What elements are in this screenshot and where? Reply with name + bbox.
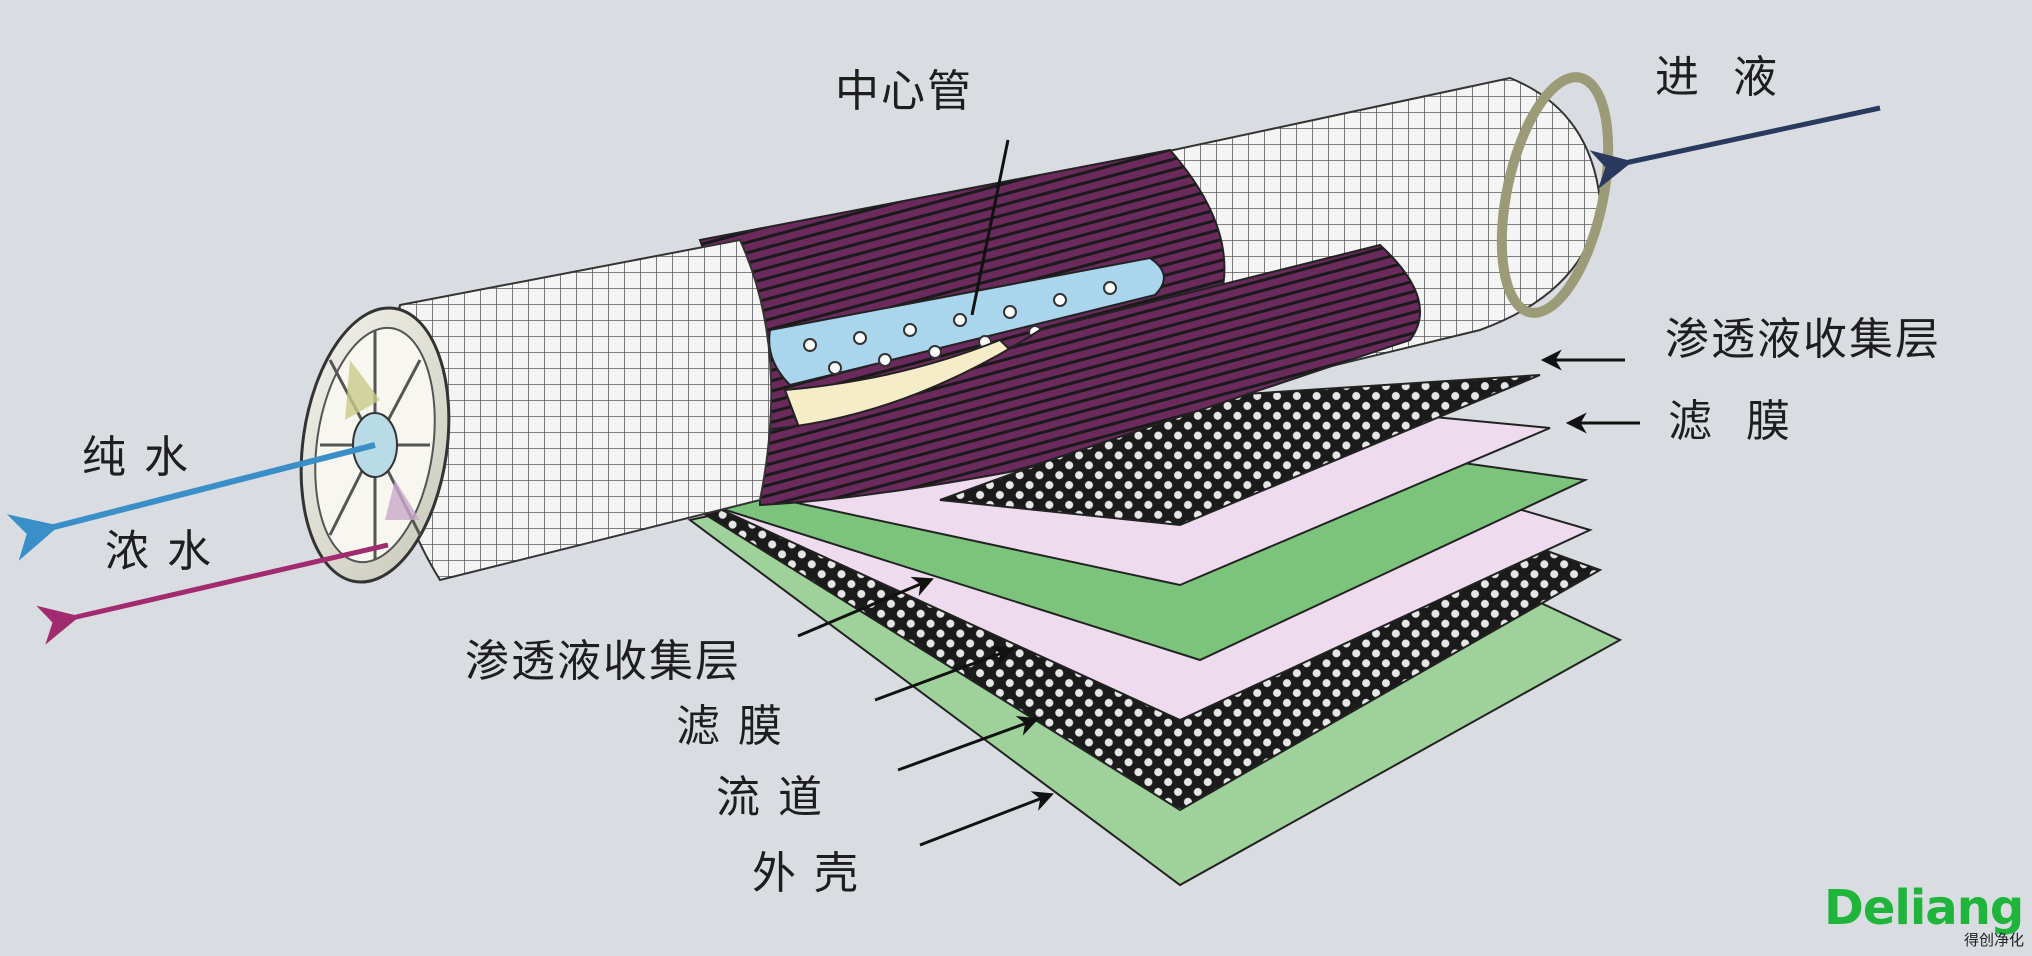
label-shell: 外 壳	[752, 848, 860, 899]
brand-wordmark: Deliang	[1824, 880, 2024, 936]
brand-logo: Deliang 得创净化	[1824, 880, 2024, 950]
right-end-ring	[1496, 72, 1614, 318]
label-center-tube: 中心管	[835, 66, 973, 117]
label-membrane-left: 滤 膜	[676, 701, 784, 752]
leader-lines	[797, 139, 1640, 847]
label-pure-water: 纯 水	[82, 432, 190, 483]
peeling-membrane	[759, 243, 1421, 507]
label-permeate-collect-right: 渗透液收集层	[1665, 314, 1941, 365]
center-tube-holes	[803, 281, 1117, 375]
label-concentrate: 浓 水	[105, 526, 213, 577]
label-flow-channel: 流 道	[716, 772, 824, 823]
feed-in-arrow	[1589, 105, 1881, 190]
label-membrane-right: 滤 膜	[1668, 396, 1792, 447]
membrane-element	[299, 72, 1614, 584]
layer-sheets	[687, 374, 1623, 887]
pure-water-arrow	[6, 442, 376, 561]
label-feed-in: 进 液	[1655, 52, 1779, 103]
concentrate-arrow	[36, 542, 389, 645]
brand-tagline: 得创净化	[1963, 931, 2024, 949]
label-permeate-collect-left: 渗透液收集层	[465, 636, 741, 687]
